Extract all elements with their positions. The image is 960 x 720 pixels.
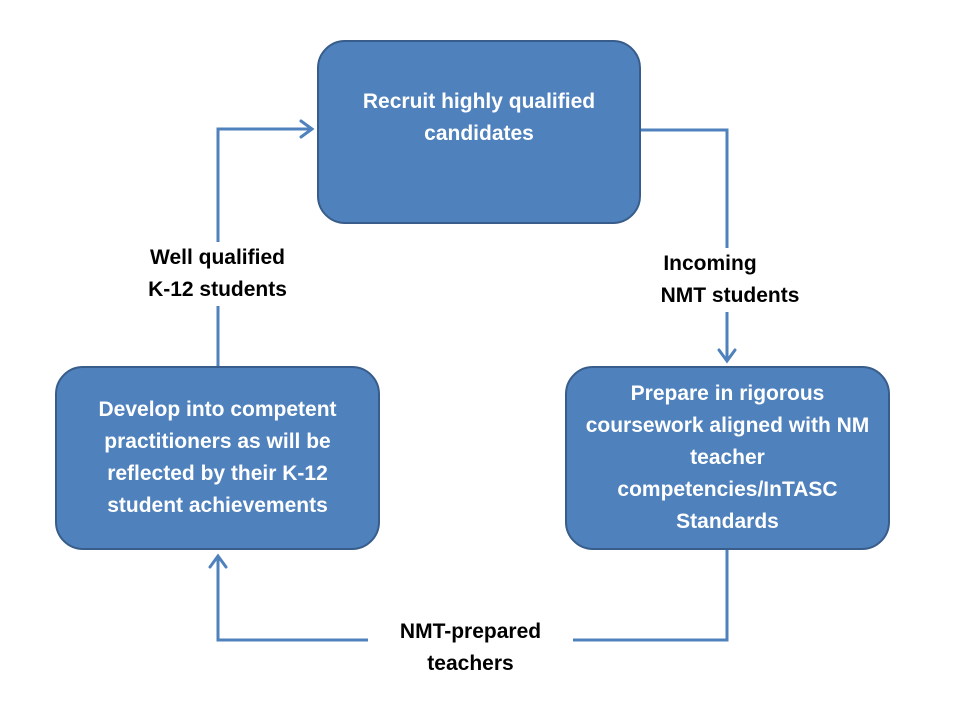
nmt-prepared-teachers-label: NMT-prepared teachers — [368, 616, 573, 680]
arrowhead-to-recruit — [299, 119, 315, 139]
arrowhead-to-develop — [208, 553, 228, 569]
incoming-line1: Incoming — [663, 252, 757, 275]
well-qualified-line2: K-12 students — [148, 278, 287, 301]
incoming-students-label: Incoming NMT students — [630, 248, 830, 312]
develop-practitioners-box: Develop into competent practitioners as … — [55, 366, 380, 550]
prepare-coursework-box: Prepare in rigorous coursework aligned w… — [565, 366, 890, 550]
incoming-line2: NMT students — [660, 284, 800, 307]
well-qualified-line1: Well qualified — [150, 246, 285, 269]
recruit-candidates-box: Recruit highly qualified candidates — [317, 40, 641, 224]
nmt-prepared-line1: NMT-prepared — [399, 620, 542, 643]
arrowhead-to-prepare — [717, 348, 737, 364]
well-qualified-label: Well qualified K-12 students — [125, 242, 310, 306]
develop-practitioners-text: Develop into competent practitioners as … — [98, 398, 337, 517]
recruit-candidates-text: Recruit highly qualified candidates — [362, 90, 596, 145]
prepare-coursework-text: Prepare in rigorous coursework aligned w… — [585, 382, 870, 533]
nmt-prepared-line2: teachers — [427, 652, 514, 675]
connector-recruit-to-prepare — [641, 128, 729, 360]
